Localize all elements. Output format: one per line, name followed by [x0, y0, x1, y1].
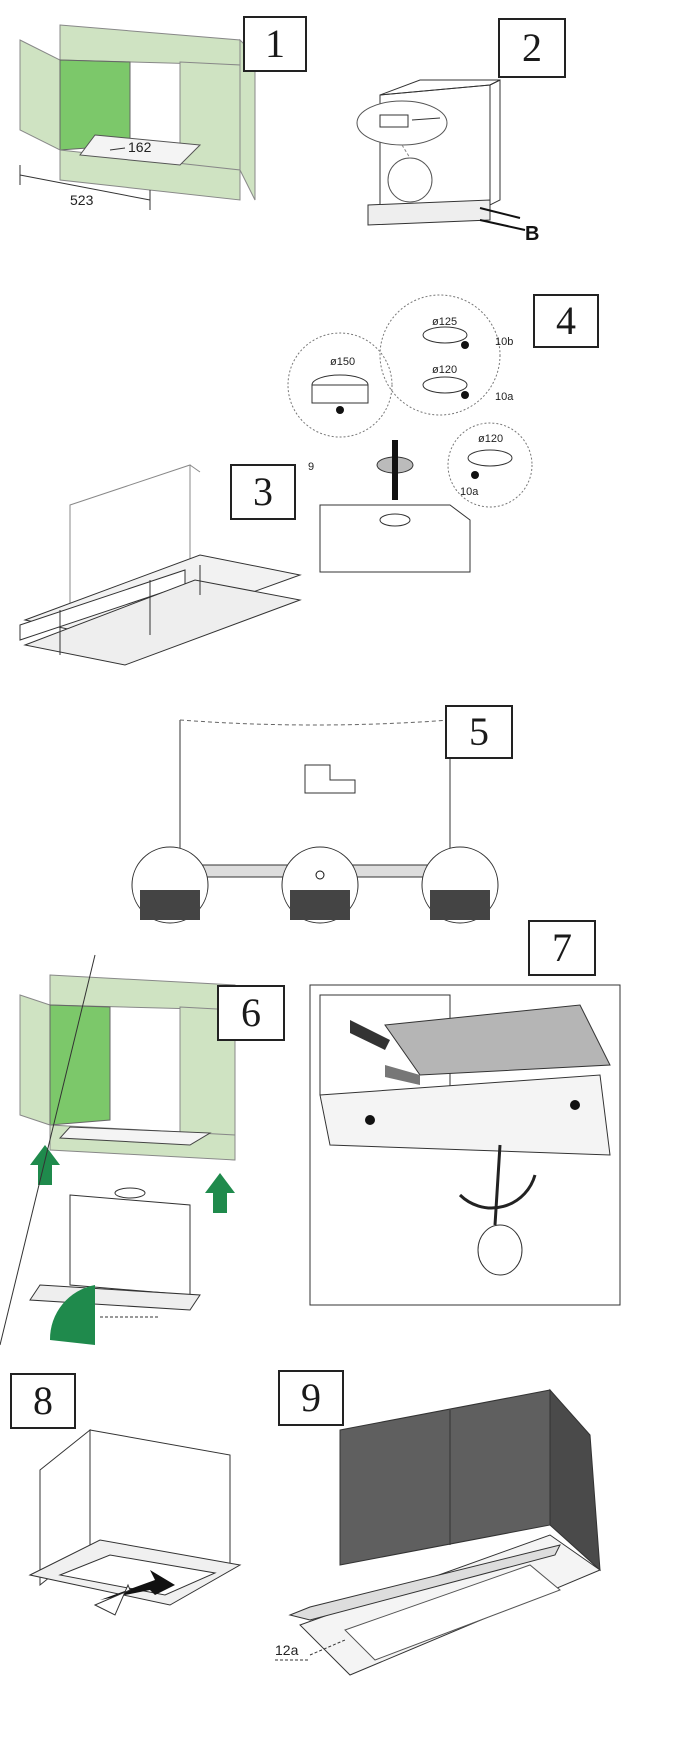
step-6-panel: 6: [0, 954, 320, 1375]
step-4-dia-125: ø125: [432, 316, 457, 328]
step-3-diagram: [19, 464, 302, 666]
step-1-width-label: 523: [70, 192, 94, 208]
step-6-diagram: [0, 954, 236, 1346]
step-7-number: 7: [528, 920, 596, 976]
step-1-depth-label: 162: [128, 139, 152, 155]
step-4-circle-150: [287, 332, 393, 438]
step-5-number: 5: [445, 705, 513, 759]
step-4-diagram: ø150 9 ø125 10b ø120 10a ø120 10a: [287, 294, 533, 573]
step-4-part-10a-a: 10a: [495, 391, 514, 403]
step-5-panel: 5: [130, 705, 550, 940]
step-4-dia-150: ø150: [330, 356, 355, 368]
step-8-diagram: [28, 1428, 242, 1616]
step-3-panel: 3: [0, 460, 330, 690]
step-4-circle-125: [379, 294, 501, 416]
step-4-part-10b: 10b: [495, 336, 513, 348]
step-9-number: 9: [278, 1370, 344, 1426]
step-4-part-9: 9: [308, 461, 314, 473]
step-2-panel: B 2: [340, 0, 673, 260]
step-7-diagram: [309, 984, 621, 1306]
step-4-dia-120-a: ø120: [432, 364, 457, 376]
step-9-panel: 12a 9: [270, 1370, 673, 1751]
step-3-number: 3: [230, 464, 296, 520]
step-5-diagram: [131, 719, 499, 924]
step-4-number: 4: [533, 294, 599, 348]
step-2-zoom-circle: [387, 157, 433, 203]
step-4-panel: ø150 9 ø125 10b ø120 10a ø120 10a 4: [287, 294, 673, 630]
step-2-label-b: B: [525, 223, 539, 245]
step-4-part-10a-b: 10a: [460, 486, 479, 498]
step-4-circle-120: [447, 422, 533, 508]
step-2-number: 2: [498, 18, 566, 78]
step-1-diagram: 162 523: [19, 24, 256, 210]
step-9-part-12a: 12a: [275, 1642, 299, 1658]
step-6-number: 6: [217, 985, 285, 1041]
step-1-number: 1: [243, 16, 307, 72]
step-4-dia-120-b: ø120: [478, 433, 503, 445]
step-7-panel: 7: [309, 920, 630, 1315]
step-9-diagram: 12a: [275, 1388, 602, 1676]
step-2-diagram: B: [356, 79, 539, 245]
step-8-number: 8: [10, 1373, 76, 1429]
step-1-panel: 162 523 1: [0, 0, 340, 250]
step-8-panel: 8: [0, 1373, 300, 1725]
